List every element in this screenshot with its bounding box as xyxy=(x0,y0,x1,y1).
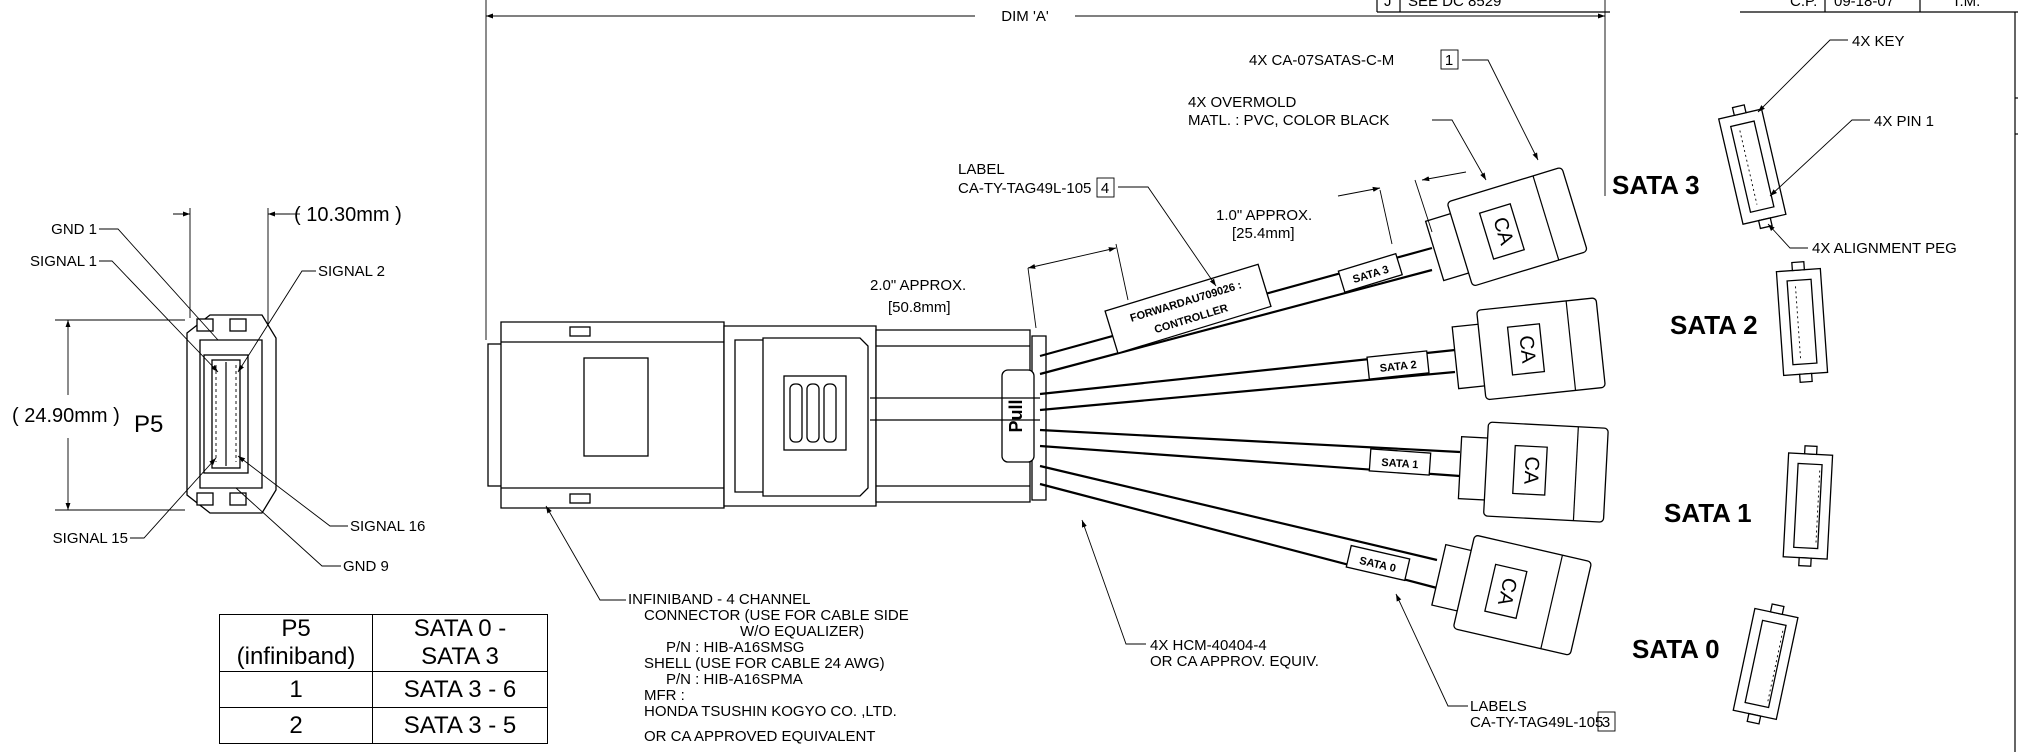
infiniband-line2: CONNECTOR (USE FOR CABLE SIDE xyxy=(644,607,909,624)
pin-mapping-table: P5(infiniband) SATA 0 -SATA 3 1 SATA 3 -… xyxy=(219,614,548,744)
sata-plug-3: CA xyxy=(1424,167,1588,287)
pin-gnd1-label: GND 1 xyxy=(51,221,97,238)
labels-bottom-ref: 3 xyxy=(1602,714,1610,731)
table-header-row: P5(infiniband) SATA 0 -SATA 3 xyxy=(219,614,548,672)
table-cell: SATA 3 - 6 xyxy=(372,671,548,708)
header-sata-line1: SATA 0 - xyxy=(413,615,507,642)
wire-tag-sata2-text: SATA 2 xyxy=(1379,359,1417,375)
sata-view-0: SATA 0 xyxy=(1632,603,1799,725)
sata-plug-2-mark: CA xyxy=(1515,334,1540,365)
labels-bottom-line2: CA-TY-TAG49L-105 xyxy=(1470,714,1603,731)
table-cell: 1 xyxy=(219,671,373,708)
callout-cable: 4X HCM-40404-4 OR CA APPROV. EQUIV. xyxy=(1081,519,1319,670)
pin-signal1-label: SIGNAL 1 xyxy=(30,253,97,270)
rev-date: 09-18-07 xyxy=(1834,0,1894,10)
rev-cp-label: C.P. xyxy=(1790,0,1817,10)
sata-view-1: SATA 1 xyxy=(1664,445,1834,567)
approx1-line2: [25.4mm] xyxy=(1232,225,1295,242)
callout-sata-connector: 4X CA-07SATAS-C-M 1 xyxy=(1249,49,1539,161)
pin-signal15-label: SIGNAL 15 xyxy=(53,530,128,547)
sata-plug-1-mark: CA xyxy=(1519,456,1542,486)
revision-block: J SEE DC 8529 C.P. 09-18-07 T.M. xyxy=(1376,0,2018,752)
wire-tag-sata1: SATA 1 xyxy=(1368,448,1432,476)
table-header-sata: SATA 0 -SATA 3 xyxy=(372,614,548,672)
labels-bottom-line1: LABELS xyxy=(1470,698,1527,715)
dim-a-label: DIM 'A' xyxy=(1001,8,1049,25)
infiniband-line7: MFR : xyxy=(644,687,685,704)
overmold-line1: 4X OVERMOLD xyxy=(1188,94,1297,111)
sata-view-2-label: SATA 2 xyxy=(1670,310,1758,340)
key-callout: 4X KEY xyxy=(1852,33,1905,50)
rev-description: SEE DC 8529 xyxy=(1408,0,1501,10)
sata-connector-ref: 1 xyxy=(1445,52,1453,69)
infiniband-line8: HONDA TSUSHIN KOGYO CO. ,LTD. xyxy=(644,703,897,720)
infiniband-plug: Pull xyxy=(487,321,1047,509)
infiniband-line6: P/N : HIB-A16SPMA xyxy=(666,671,803,688)
cable-line1: 4X HCM-40404-4 xyxy=(1150,637,1267,654)
dim-a: DIM 'A' xyxy=(485,0,1606,340)
p5-name: P5 xyxy=(134,411,163,438)
cable-tag: FORWARDAU709026 : CONTROLLER xyxy=(1104,263,1272,354)
wire-tag-sata0: SATA 0 xyxy=(1345,544,1411,582)
cable-line2: OR CA APPROV. EQUIV. xyxy=(1150,653,1319,670)
sata-connector-pn: 4X CA-07SATAS-C-M xyxy=(1249,52,1394,69)
table-cell: 2 xyxy=(219,707,373,744)
rev-letter: J xyxy=(1384,0,1392,10)
approx2-line1: 2.0" APPROX. xyxy=(870,277,966,294)
dim-1in: 1.0" APPROX. [25.4mm] xyxy=(1216,171,1467,245)
callout-overmold: 4X OVERMOLD MATL. : PVC, COLOR BLACK xyxy=(1188,94,1487,181)
header-sata-line2: SATA 3 xyxy=(421,643,499,670)
wire-tag-sata1-text: SATA 1 xyxy=(1381,457,1419,472)
callout-infiniband: INFINIBAND - 4 CHANNEL CONNECTOR (USE FO… xyxy=(545,505,909,745)
rev-initials: T.M. xyxy=(1952,0,1980,10)
table-row: 2 SATA 3 - 5 xyxy=(219,707,548,744)
header-p5-line2: (infiniband) xyxy=(236,643,356,670)
sata-view-1-label: SATA 1 xyxy=(1664,498,1752,528)
alignment-peg-callout: 4X ALIGNMENT PEG xyxy=(1812,240,1957,257)
infiniband-line4: P/N : HIB-A16SMSG xyxy=(666,639,804,656)
wire-tag-sata2: SATA 2 xyxy=(1366,350,1430,380)
sata-view-2: SATA 2 xyxy=(1670,261,1829,383)
sata-view-0-label: SATA 0 xyxy=(1632,634,1720,664)
label-top-line1: LABEL xyxy=(958,161,1005,178)
callout-label-top: LABEL CA-TY-TAG49L-105 4 xyxy=(958,161,1217,287)
sata-plug-2: CA xyxy=(1451,297,1606,401)
pin-gnd9-label: GND 9 xyxy=(343,558,389,575)
sata-view-3: SATA 3 4X KEY 4X PIN 1 4X ALIGNMENT PEG xyxy=(1612,33,1957,257)
callout-labels-bottom: LABELS CA-TY-TAG49L-105 3 xyxy=(1395,593,1616,732)
pin-signal16-label: SIGNAL 16 xyxy=(350,518,425,535)
p5-end-view: ( 10.30mm ) ( 24.90mm ) P5 GND 1 SIGNAL … xyxy=(12,204,425,575)
p5-height-dim: ( 24.90mm ) xyxy=(12,405,120,427)
pin-signal2-label: SIGNAL 2 xyxy=(318,263,385,280)
infiniband-line9: OR CA APPROVED EQUIVALENT xyxy=(644,728,875,745)
infiniband-line1: INFINIBAND - 4 CHANNEL xyxy=(628,591,811,608)
infiniband-line5: SHELL (USE FOR CABLE 24 AWG) xyxy=(644,655,885,672)
pull-tab-label: Pull xyxy=(1006,399,1026,432)
infiniband-line3: W/O EQUALIZER) xyxy=(740,623,864,640)
table-row: 1 SATA 3 - 6 xyxy=(219,671,548,708)
p5-width-dim: ( 10.30mm ) xyxy=(294,204,402,226)
header-p5-line1: P5 xyxy=(281,615,311,642)
table-cell: SATA 3 - 5 xyxy=(372,707,548,744)
wire-tag-sata3: SATA 3 xyxy=(1337,252,1404,294)
sata-plug-1: CA xyxy=(1457,421,1609,523)
sata-plug-0: CA xyxy=(1431,535,1592,656)
approx2-line2: [50.8mm] xyxy=(888,299,951,316)
sata-view-3-label: SATA 3 xyxy=(1612,170,1700,200)
label-top-ref: 4 xyxy=(1101,180,1109,197)
table-header-p5: P5(infiniband) xyxy=(219,614,373,672)
overmold-line2: MATL. : PVC, COLOR BLACK xyxy=(1188,112,1389,129)
label-top-line2: CA-TY-TAG49L-105 xyxy=(958,180,1091,197)
pin1-callout: 4X PIN 1 xyxy=(1874,113,1934,130)
approx1-line1: 1.0" APPROX. xyxy=(1216,207,1312,224)
dim-2in: 2.0" APPROX. [50.8mm] xyxy=(870,243,1129,329)
